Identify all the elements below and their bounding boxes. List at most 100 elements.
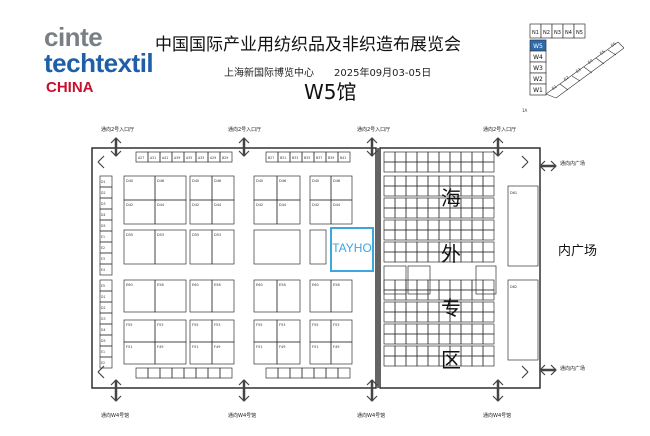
booth-small <box>383 279 396 291</box>
booth-small <box>471 207 484 219</box>
booth-small <box>416 161 429 173</box>
booth-small <box>482 345 495 357</box>
top-arrow-1-head-down <box>110 150 122 157</box>
booth-label: B31 <box>280 156 286 160</box>
booth-small <box>383 151 396 163</box>
booth-block <box>276 279 301 313</box>
booth-label: F51 <box>312 345 318 349</box>
booth-small <box>405 301 418 313</box>
booth-label: F53 <box>214 323 220 327</box>
booth-small <box>460 161 473 173</box>
booth-label: E60 <box>126 283 133 287</box>
zone-char-3: 专 <box>441 296 461 320</box>
bottom-arrow-3-head-down <box>366 395 378 402</box>
booth-label: F53 <box>157 323 163 327</box>
minimap-hall-label: W5 <box>533 43 543 50</box>
booth-small <box>416 289 429 301</box>
booth-label: E58 <box>214 283 221 287</box>
booth-label: D5 <box>101 224 105 228</box>
corner-arrow-tl <box>97 155 105 169</box>
booth-label: D53 <box>157 233 164 237</box>
booth-small <box>482 241 495 253</box>
booth-small <box>427 251 440 263</box>
booth-label: D40 <box>192 179 199 183</box>
booth-small <box>416 151 429 163</box>
booth-small <box>416 229 429 241</box>
right-entrance-1: 通向内广场 <box>560 161 586 167</box>
booth-block <box>330 341 353 365</box>
booth-small <box>482 323 495 335</box>
booth-label: D42 <box>126 203 133 207</box>
booth-label: F49 <box>279 345 285 349</box>
booth-small <box>394 345 407 357</box>
top-arrow-4-head-down <box>492 150 504 157</box>
top-arrow-2-head-up <box>238 137 250 144</box>
hall-title: W5馆 <box>304 80 357 104</box>
booth-small <box>471 355 484 367</box>
minimap-hall-label: N2 <box>543 30 550 36</box>
booth-small <box>427 229 440 241</box>
booth-small <box>460 175 473 187</box>
booth-small <box>427 279 440 291</box>
booth-block <box>276 199 301 225</box>
booth-small <box>394 289 407 301</box>
booth-small <box>460 185 473 197</box>
logo-china: CHINA <box>46 79 94 96</box>
booth-label: E58 <box>333 283 340 287</box>
booth-small <box>416 279 429 291</box>
booth-small <box>394 175 407 187</box>
booth-label: D62 <box>510 285 517 289</box>
booth-label: E4 <box>101 268 105 272</box>
booth-small <box>471 345 484 357</box>
booth-small <box>482 151 495 163</box>
minimap-hall-label: N5 <box>576 30 583 36</box>
booth-small <box>416 185 429 197</box>
booth-small <box>383 207 396 219</box>
minimap-hall-label: W2 <box>533 76 543 83</box>
bottom-arrow-4-head-down <box>492 395 504 402</box>
booth-block <box>383 265 407 295</box>
booth-bottom-strip <box>159 367 173 379</box>
booth-small <box>383 333 396 345</box>
booth-small <box>471 301 484 313</box>
booth-label: D40 <box>126 179 133 183</box>
booth-small <box>416 355 429 367</box>
svg-text:E5: E5 <box>599 49 606 56</box>
booth-small <box>427 197 440 209</box>
right-arrow-2-head-left <box>539 364 546 376</box>
booth-label: F51 <box>126 345 132 349</box>
booth-label: D46 <box>214 179 221 183</box>
booth-small <box>460 151 473 163</box>
booth-small <box>405 345 418 357</box>
minimap-hall-label: W4 <box>533 54 543 61</box>
booth-small <box>460 311 473 323</box>
booth-label: D46 <box>157 179 164 183</box>
booth-small <box>416 175 429 187</box>
booth-label: B37 <box>316 156 322 160</box>
booth-label: A41 <box>162 156 168 160</box>
booth-small <box>405 279 418 291</box>
booth-label: B41 <box>340 156 346 160</box>
zone-char-1: 海 <box>441 186 461 210</box>
booth-bottom-strip <box>301 367 315 379</box>
booth-small <box>449 151 462 163</box>
booth-label: F51 <box>256 345 262 349</box>
top-arrow-4-head-up <box>492 137 504 144</box>
booth-label: A39 <box>174 156 180 160</box>
booth-small <box>405 185 418 197</box>
tayho-booth-label: TAYHO <box>332 241 372 255</box>
bottom-exit-1: 通向W4号馆 <box>101 413 130 419</box>
booth-small <box>427 219 440 231</box>
booth-label: B33 <box>292 156 298 160</box>
booth-small <box>449 279 462 291</box>
booth-bottom-strip <box>313 367 327 379</box>
bottom-arrow-3-head-up <box>366 379 378 386</box>
booth-label: D55 <box>126 233 133 237</box>
booth-small <box>471 161 484 173</box>
tayho-booth[interactable]: TAYHO <box>330 227 374 272</box>
top-entrance-2: 通向2号入口厅 <box>228 127 262 133</box>
booth-small <box>405 229 418 241</box>
booth-small <box>405 207 418 219</box>
booth-small <box>383 229 396 241</box>
top-arrow-1-head-up <box>110 137 122 144</box>
